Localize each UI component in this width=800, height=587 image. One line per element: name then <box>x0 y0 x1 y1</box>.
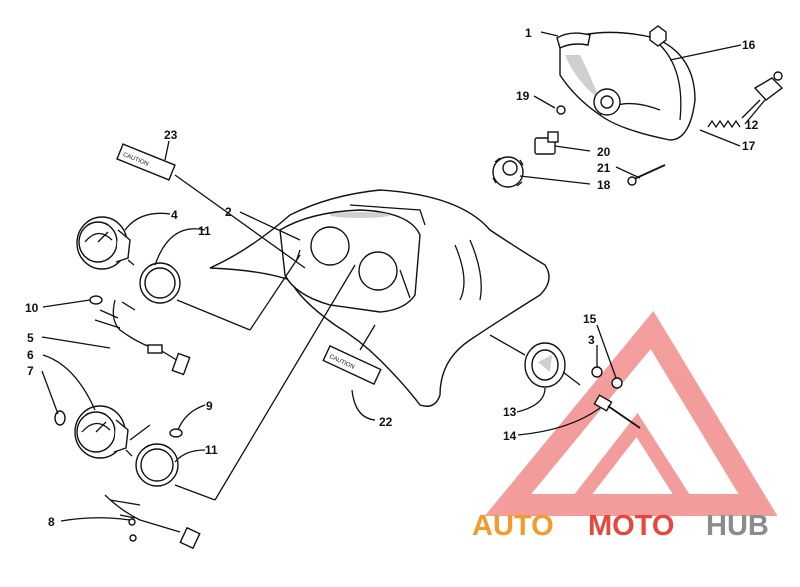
callout-19: 19 <box>516 89 530 103</box>
watermark-part-2: MOTO <box>588 510 674 542</box>
gauge-4 <box>76 216 135 270</box>
callout-23: 23 <box>164 128 178 142</box>
washer-3 <box>591 366 603 378</box>
callout-14: 14 <box>503 429 517 443</box>
adjuster-bracket-12 <box>753 71 784 101</box>
callout-10: 10 <box>25 301 39 315</box>
bulb-10 <box>89 295 103 305</box>
callout-11-lower: 11 <box>205 443 218 457</box>
callout-17: 17 <box>742 139 756 153</box>
gauge-opening-left <box>310 226 350 266</box>
callout-6: 6 <box>27 348 34 362</box>
leader-lines <box>41 31 766 522</box>
callout-4: 4 <box>171 208 178 222</box>
callout-8: 8 <box>48 515 55 529</box>
screw-19 <box>556 105 566 115</box>
callout-7: 7 <box>27 364 34 378</box>
watermark-part-3: HUB <box>706 510 769 542</box>
harness-8 <box>104 494 201 550</box>
callout-5: 5 <box>27 331 34 345</box>
callout-12: 12 <box>745 118 759 132</box>
headlight-bulb-socket <box>593 88 621 116</box>
trim-ring-11-upper <box>139 262 181 304</box>
decal-23: CAUTION <box>116 143 176 181</box>
callout-18: 18 <box>597 178 611 192</box>
callout-1: 1 <box>525 26 532 40</box>
adjuster-knob-18 <box>492 156 524 188</box>
gauge-13 <box>524 342 581 388</box>
watermark-wordmark: AUTO MOTO HUB <box>472 510 769 542</box>
callout-11-upper: 11 <box>198 224 211 238</box>
gauge-6 <box>74 405 133 459</box>
trim-ring-11-lower <box>135 443 179 487</box>
bulb-20 <box>534 131 559 155</box>
adjuster-knob-top <box>649 25 667 47</box>
watermark-part-1: AUTO <box>472 510 554 542</box>
callout-16: 16 <box>742 38 756 52</box>
callout-20: 20 <box>597 145 611 159</box>
bulb-7 <box>54 410 66 426</box>
harness-5 <box>94 299 191 376</box>
callout-15: 15 <box>583 312 597 326</box>
watermark-triangle-icon <box>484 311 778 516</box>
callout-9: 9 <box>206 399 213 413</box>
callout-22: 22 <box>379 415 393 429</box>
nut-15 <box>611 377 623 389</box>
bulb-9 <box>169 428 183 438</box>
headlight-housing <box>559 31 696 141</box>
callout-labels: 1 2 3 4 5 6 7 8 9 10 11 11 12 13 14 15 1… <box>25 26 759 529</box>
callout-13: 13 <box>503 405 517 419</box>
gauge-opening-right <box>358 251 398 291</box>
decal-22: CAUTION <box>322 344 382 386</box>
callout-2: 2 <box>225 205 232 219</box>
callout-21: 21 <box>597 161 611 175</box>
headlight-lens-tab <box>556 32 591 49</box>
spring-17 <box>707 99 761 129</box>
cable-14 <box>593 394 641 429</box>
callout-3: 3 <box>588 333 595 347</box>
